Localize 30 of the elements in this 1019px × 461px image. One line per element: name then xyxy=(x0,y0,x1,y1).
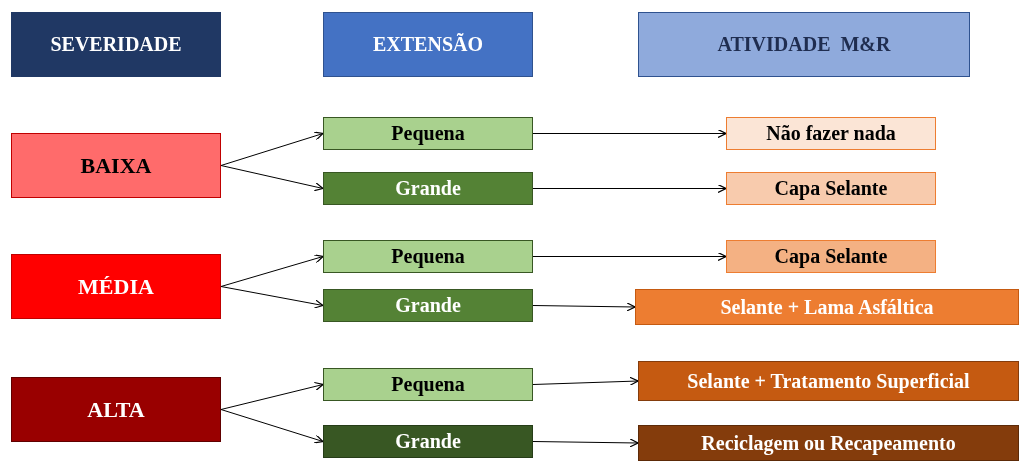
category-box: Não fazer nada xyxy=(726,117,936,150)
arrow xyxy=(220,131,324,166)
arrow xyxy=(220,286,324,309)
category-box: Pequena xyxy=(323,240,533,273)
arrow xyxy=(220,165,324,192)
arrow xyxy=(532,183,727,194)
header-box: ATIVIDADE M&R xyxy=(638,12,970,77)
header-box: SEVERIDADE xyxy=(11,12,221,77)
category-box: Pequena xyxy=(323,368,533,401)
arrow xyxy=(220,409,324,444)
category-box: Selante + Lama Asfáltica xyxy=(635,289,1019,325)
arrow xyxy=(532,438,639,448)
arrow xyxy=(220,381,324,410)
header-box: EXTENSÃO xyxy=(323,12,533,77)
category-box: Selante + Tratamento Superficial xyxy=(638,361,1019,401)
category-box: Capa Selante xyxy=(726,240,936,273)
category-box: Reciclagem ou Recapeamento xyxy=(638,425,1019,461)
arrow xyxy=(532,251,727,262)
category-box: MÉDIA xyxy=(11,254,221,319)
category-box: Pequena xyxy=(323,117,533,150)
category-box: ALTA xyxy=(11,377,221,442)
category-box: BAIXA xyxy=(11,133,221,198)
arrow xyxy=(220,254,324,287)
category-box: Capa Selante xyxy=(726,172,936,205)
category-box: Grande xyxy=(323,289,533,322)
category-box: Grande xyxy=(323,172,533,205)
arrow xyxy=(532,376,639,386)
arrow xyxy=(532,302,636,312)
arrow xyxy=(532,128,727,139)
category-box: Grande xyxy=(323,425,533,458)
